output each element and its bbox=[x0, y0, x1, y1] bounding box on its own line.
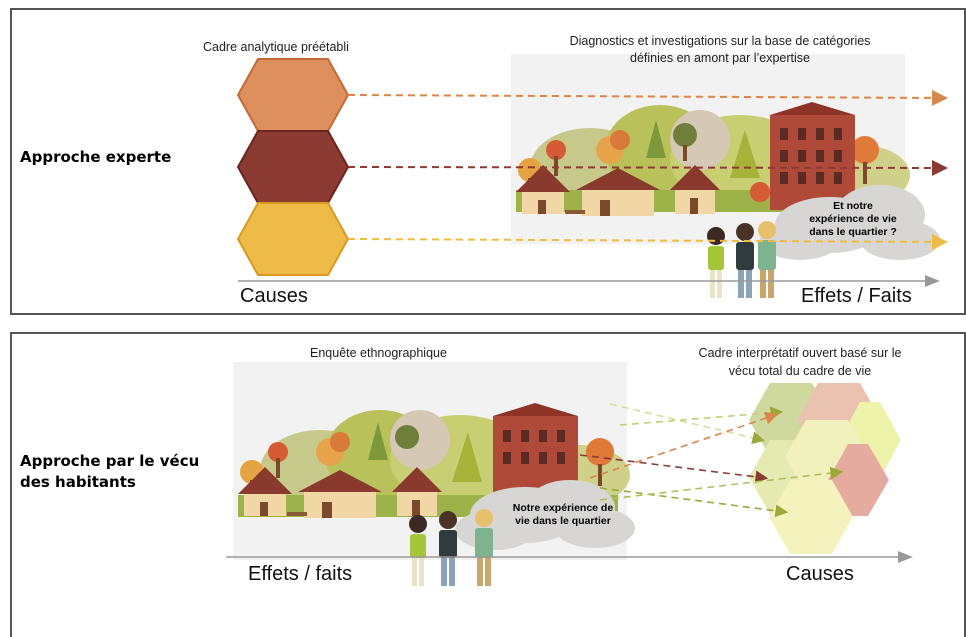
cloud-line: Et notre bbox=[833, 200, 873, 212]
cloud-bubble-top bbox=[760, 185, 940, 260]
village-illustration-top bbox=[516, 102, 910, 216]
interpretive-hexagon-cluster bbox=[749, 383, 901, 554]
row-label-line: des habitants bbox=[20, 473, 136, 491]
cloud-line: vie dans le quartier bbox=[515, 515, 611, 527]
cloud-line: Notre expérience de bbox=[512, 502, 614, 514]
arrow-yellow bbox=[347, 233, 948, 250]
hexagon-orange bbox=[236, 58, 350, 132]
interpretive-caption-line2: vécu total du cadre de vie bbox=[728, 364, 872, 378]
survey-caption: Enquête ethnographique bbox=[310, 346, 447, 360]
arrow-orange bbox=[347, 89, 948, 106]
arrow-dark-red bbox=[347, 159, 948, 176]
axis-label-causes-top: Causes bbox=[240, 285, 308, 307]
row-label-lived: Approche par le vécu des habitants bbox=[20, 451, 199, 493]
cloud-line: dans le quartier ? bbox=[809, 226, 897, 238]
residents-figures-bottom bbox=[409, 509, 493, 586]
hexagon-dark-red bbox=[236, 130, 350, 204]
hexagon-yellow bbox=[236, 202, 350, 276]
cloud-line: expérience de vie bbox=[809, 213, 897, 225]
interpretive-caption-line1: Cadre interprétatif ouvert basé sur le bbox=[698, 346, 902, 360]
cloud-text-top: Et notre expérience de vie dans le quart… bbox=[803, 200, 903, 239]
frame-caption: Cadre analytique préétabli bbox=[203, 40, 349, 54]
cloud-text-bottom: Notre expérience de vie dans le quartier bbox=[503, 502, 623, 528]
row-label-line: Approche par le vécu bbox=[20, 452, 200, 470]
diagnostic-caption-line1: Diagnostics et investigations sur la bas… bbox=[569, 34, 871, 48]
axis-label-effects-bottom: Effets / faits bbox=[248, 563, 353, 585]
row-label-expert: Approche experte bbox=[20, 148, 172, 166]
axis-label-effects-top: Effets / Faits bbox=[801, 285, 912, 307]
village-illustration-bottom bbox=[238, 403, 630, 518]
diagnostic-caption-line2: définies en amont par l’expertise bbox=[630, 51, 810, 65]
experience-arrows bbox=[579, 403, 844, 518]
residents-figures-top bbox=[707, 221, 776, 298]
axis-label-causes-bottom: Causes bbox=[786, 563, 854, 585]
